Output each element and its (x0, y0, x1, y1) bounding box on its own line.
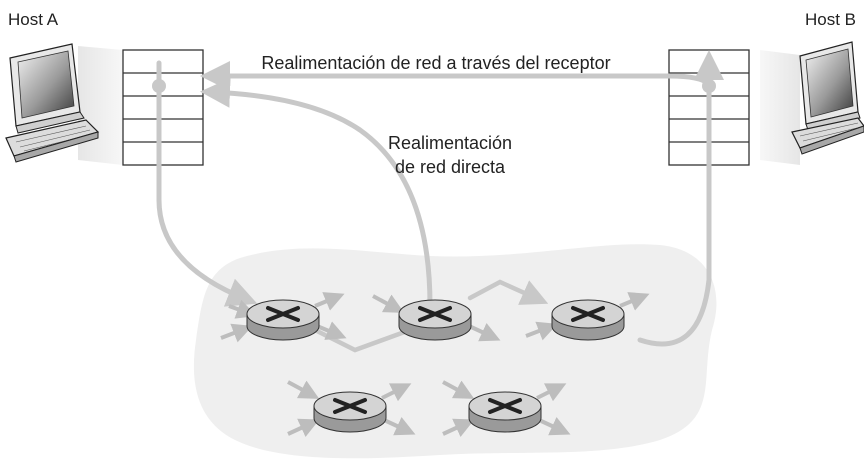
data-path-router-to-host-b (637, 50, 724, 347)
network-cloud (193, 244, 717, 459)
direct-feedback-label-line1: Realimentación (388, 133, 512, 153)
host-b-buffer-dot (702, 79, 716, 93)
router-icon (220, 292, 347, 343)
data-path-router2-to-router3 (467, 279, 549, 305)
host-a-beam (78, 46, 123, 165)
data-path-host-a-to-router (156, 60, 258, 307)
host-b-computer-icon (791, 41, 864, 155)
router-icon (287, 380, 416, 437)
host-b-beam (760, 50, 800, 165)
host-a-buffer (122, 49, 204, 166)
host-b-label: Host B (805, 10, 856, 29)
receiver-feedback-label: Realimentación de red a través del recep… (261, 53, 610, 73)
host-a-label: Host A (8, 10, 59, 29)
router-icon (442, 380, 571, 437)
direct-feedback-label-line2: de red directa (395, 157, 506, 177)
host-a-buffer-dot (152, 79, 166, 93)
router-icon (525, 292, 650, 341)
direct-feedback-arrow (200, 77, 433, 308)
host-a-computer-icon (5, 43, 100, 163)
router-icon (372, 294, 501, 342)
receiver-feedback-arrow (200, 61, 712, 91)
